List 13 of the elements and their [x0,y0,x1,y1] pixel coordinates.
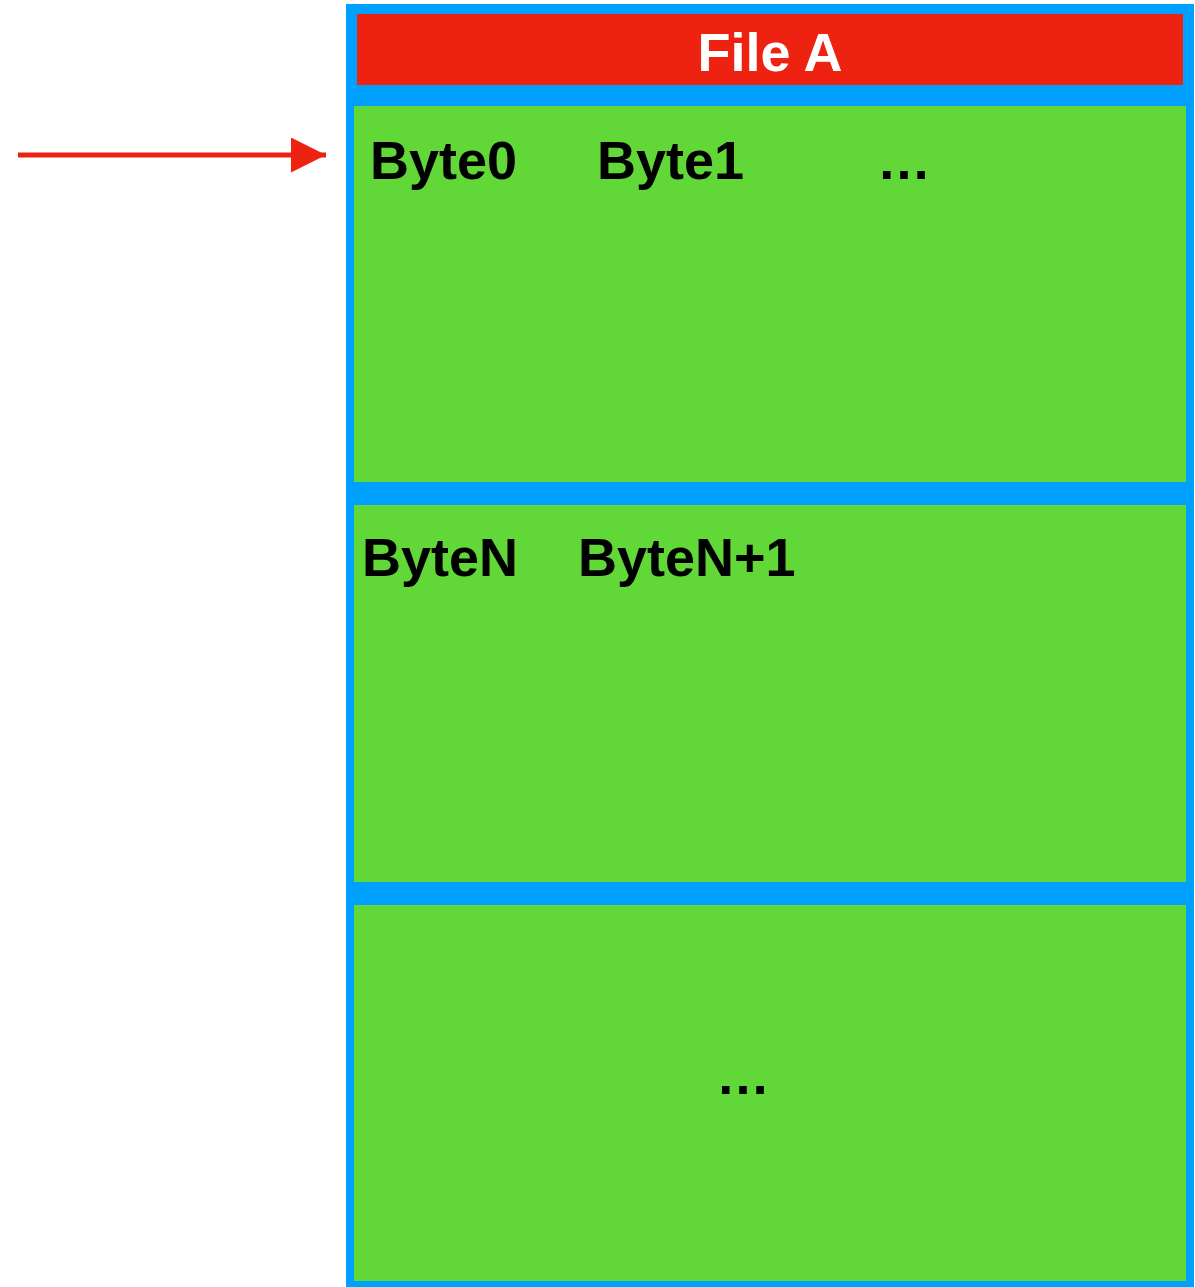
file-frame [346,4,1194,1287]
file-header-band [357,14,1183,85]
data-block [354,905,1186,1281]
byte-label: Byte0 [370,130,518,190]
byte-label: Byte1 [597,130,745,190]
file-title: File A [696,22,844,82]
data-block [354,106,1186,482]
byte-label: … [716,1045,770,1105]
byte-label: ByteN [362,527,519,587]
byte-label: ByteN+1 [578,527,796,587]
data-block [354,505,1186,882]
arrow [18,137,326,173]
byte-label: … [877,130,931,190]
